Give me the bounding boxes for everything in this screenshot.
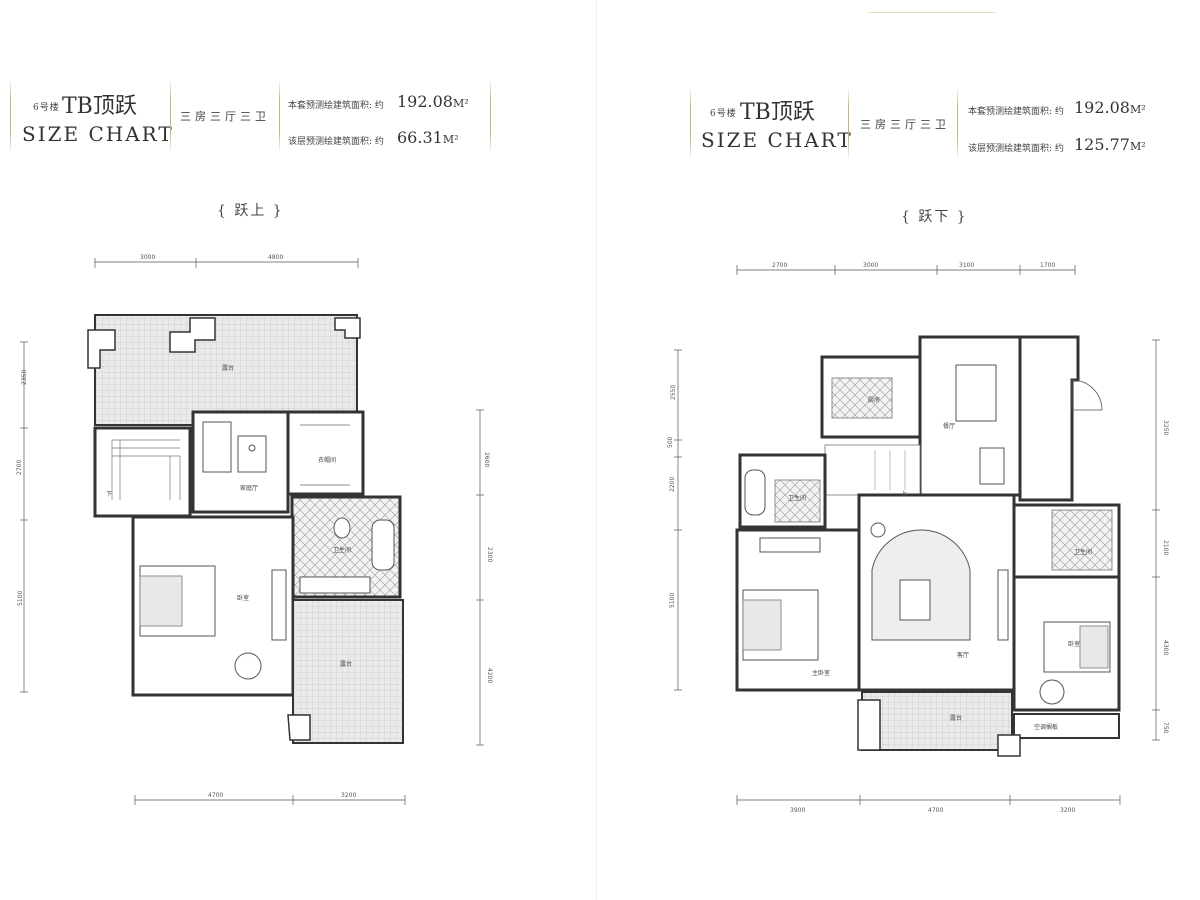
label-living: 客厅 <box>957 651 969 659</box>
staircase <box>93 426 192 518</box>
total-area-value: 192.08M² <box>397 92 469 111</box>
lower-floor-panel: 6号楼 TB顶跃 SIZE CHART 三房三厅三卫 本套预测绘建筑面积: 约 … <box>600 0 1200 900</box>
terrace <box>861 691 1013 751</box>
header-gold-line <box>957 86 958 160</box>
dimension-lines <box>20 258 484 805</box>
label-down: 下 <box>106 491 112 498</box>
header-gold-line <box>490 78 491 154</box>
total-area-label: 本套预测绘建筑面积: 约 <box>288 101 384 111</box>
building-number: 6号楼 <box>33 103 60 113</box>
header-gold-line <box>279 78 280 154</box>
header-gold-line <box>170 78 171 154</box>
dim-top-4: 1700 <box>1040 262 1055 269</box>
label-master: 主卧室 <box>812 669 830 677</box>
dim-right-1: 3250 <box>1162 420 1169 435</box>
room-layout: 三房三厅三卫 <box>860 118 950 131</box>
dim-bottom-1: 3900 <box>790 807 805 814</box>
floor-area-value: 125.77M² <box>1074 135 1146 154</box>
room-layout: 三房三厅三卫 <box>180 110 270 123</box>
section-title: { 跃上 } <box>217 203 284 219</box>
label-bath-1: 卫生间 <box>788 494 806 502</box>
size-chart-label: SIZE CHART <box>22 122 174 146</box>
floor-area-label: 该层预测绘建筑面积: 约 <box>288 137 384 147</box>
label-kitchen: 厨房 <box>868 396 880 404</box>
dim-bottom-2: 3200 <box>341 792 356 799</box>
section-title: { 跃下 } <box>901 209 968 225</box>
floor-area-value: 66.31M² <box>397 128 459 147</box>
dim-left-1: 2350 <box>21 370 28 385</box>
ac-shelf <box>1013 713 1120 739</box>
entry <box>1018 335 1080 502</box>
dim-left-3: 5100 <box>17 591 24 606</box>
label-terrace: 露台 <box>950 714 962 722</box>
label-bedroom: 卧室 <box>237 594 249 602</box>
unit-type: TB顶跃 <box>62 94 137 119</box>
dim-right-3: 4200 <box>486 668 493 683</box>
label-dining: 餐厅 <box>943 422 955 430</box>
label-bedroom: 卧室 <box>1068 640 1080 648</box>
floor-area-label: 该层预测绘建筑面积: 约 <box>968 144 1064 154</box>
building-number: 6号楼 <box>710 109 737 119</box>
dim-bottom-1: 4700 <box>208 792 223 799</box>
bottom-terrace <box>292 599 404 744</box>
top-accent-line <box>868 12 996 13</box>
total-area-label: 本套预测绘建筑面积: 约 <box>968 107 1064 117</box>
dim-bottom-2: 4700 <box>928 807 943 814</box>
label-ac-shelf: 空调搁板 <box>1034 723 1058 731</box>
dim-right-2: 2100 <box>1162 540 1169 555</box>
dim-top-1: 3000 <box>140 254 155 261</box>
header-gold-line <box>10 78 11 154</box>
dim-right-2: 2300 <box>486 547 493 562</box>
dim-right-4: 750 <box>1162 722 1169 734</box>
dim-left-1: 2550 <box>670 385 677 400</box>
dim-top-1: 2700 <box>772 262 787 269</box>
dim-left-2: 500 <box>667 436 674 448</box>
dim-left-4: 5100 <box>669 593 676 608</box>
staircase <box>824 444 921 496</box>
cloakroom <box>286 410 365 496</box>
center-divider <box>596 0 597 900</box>
dim-left-3: 2200 <box>669 477 676 492</box>
header-gold-line <box>690 86 691 160</box>
unit-type: TB顶跃 <box>740 100 815 125</box>
dimension-lines <box>674 265 1160 805</box>
label-up: 上 <box>901 490 907 498</box>
dim-top-2: 4800 <box>268 254 283 261</box>
upper-floor-plan: 3000 4800 4700 3200 2350 2700 5100 2600 … <box>16 254 493 805</box>
dim-left-2: 2700 <box>16 460 23 475</box>
dim-top-2: 3000 <box>863 262 878 269</box>
dim-right-1: 2600 <box>483 452 490 467</box>
label-family-hall: 家庭厅 <box>240 484 258 492</box>
label-cloakroom: 衣帽间 <box>318 456 336 464</box>
label-bath: 卫生间 <box>333 546 351 554</box>
lower-floor-plan: 2700 3000 3100 1700 3900 4700 3200 2550 … <box>667 262 1169 814</box>
header-gold-line <box>848 86 849 160</box>
dim-bottom-3: 3200 <box>1060 807 1075 814</box>
dim-top-3: 3100 <box>959 262 974 269</box>
label-bath-2: 卫生间 <box>1074 548 1092 556</box>
top-terrace <box>94 314 358 426</box>
total-area-value: 192.08M² <box>1074 98 1146 117</box>
label-top-terrace: 露台 <box>222 364 234 372</box>
dim-right-3: 4300 <box>1162 640 1169 655</box>
label-bottom-terrace: 露台 <box>340 660 352 668</box>
size-chart-label: SIZE CHART <box>701 128 853 152</box>
upper-floor-panel: 6号楼 TB顶跃 SIZE CHART 三房三厅三卫 本套预测绘建筑面积: 约 … <box>10 78 493 805</box>
